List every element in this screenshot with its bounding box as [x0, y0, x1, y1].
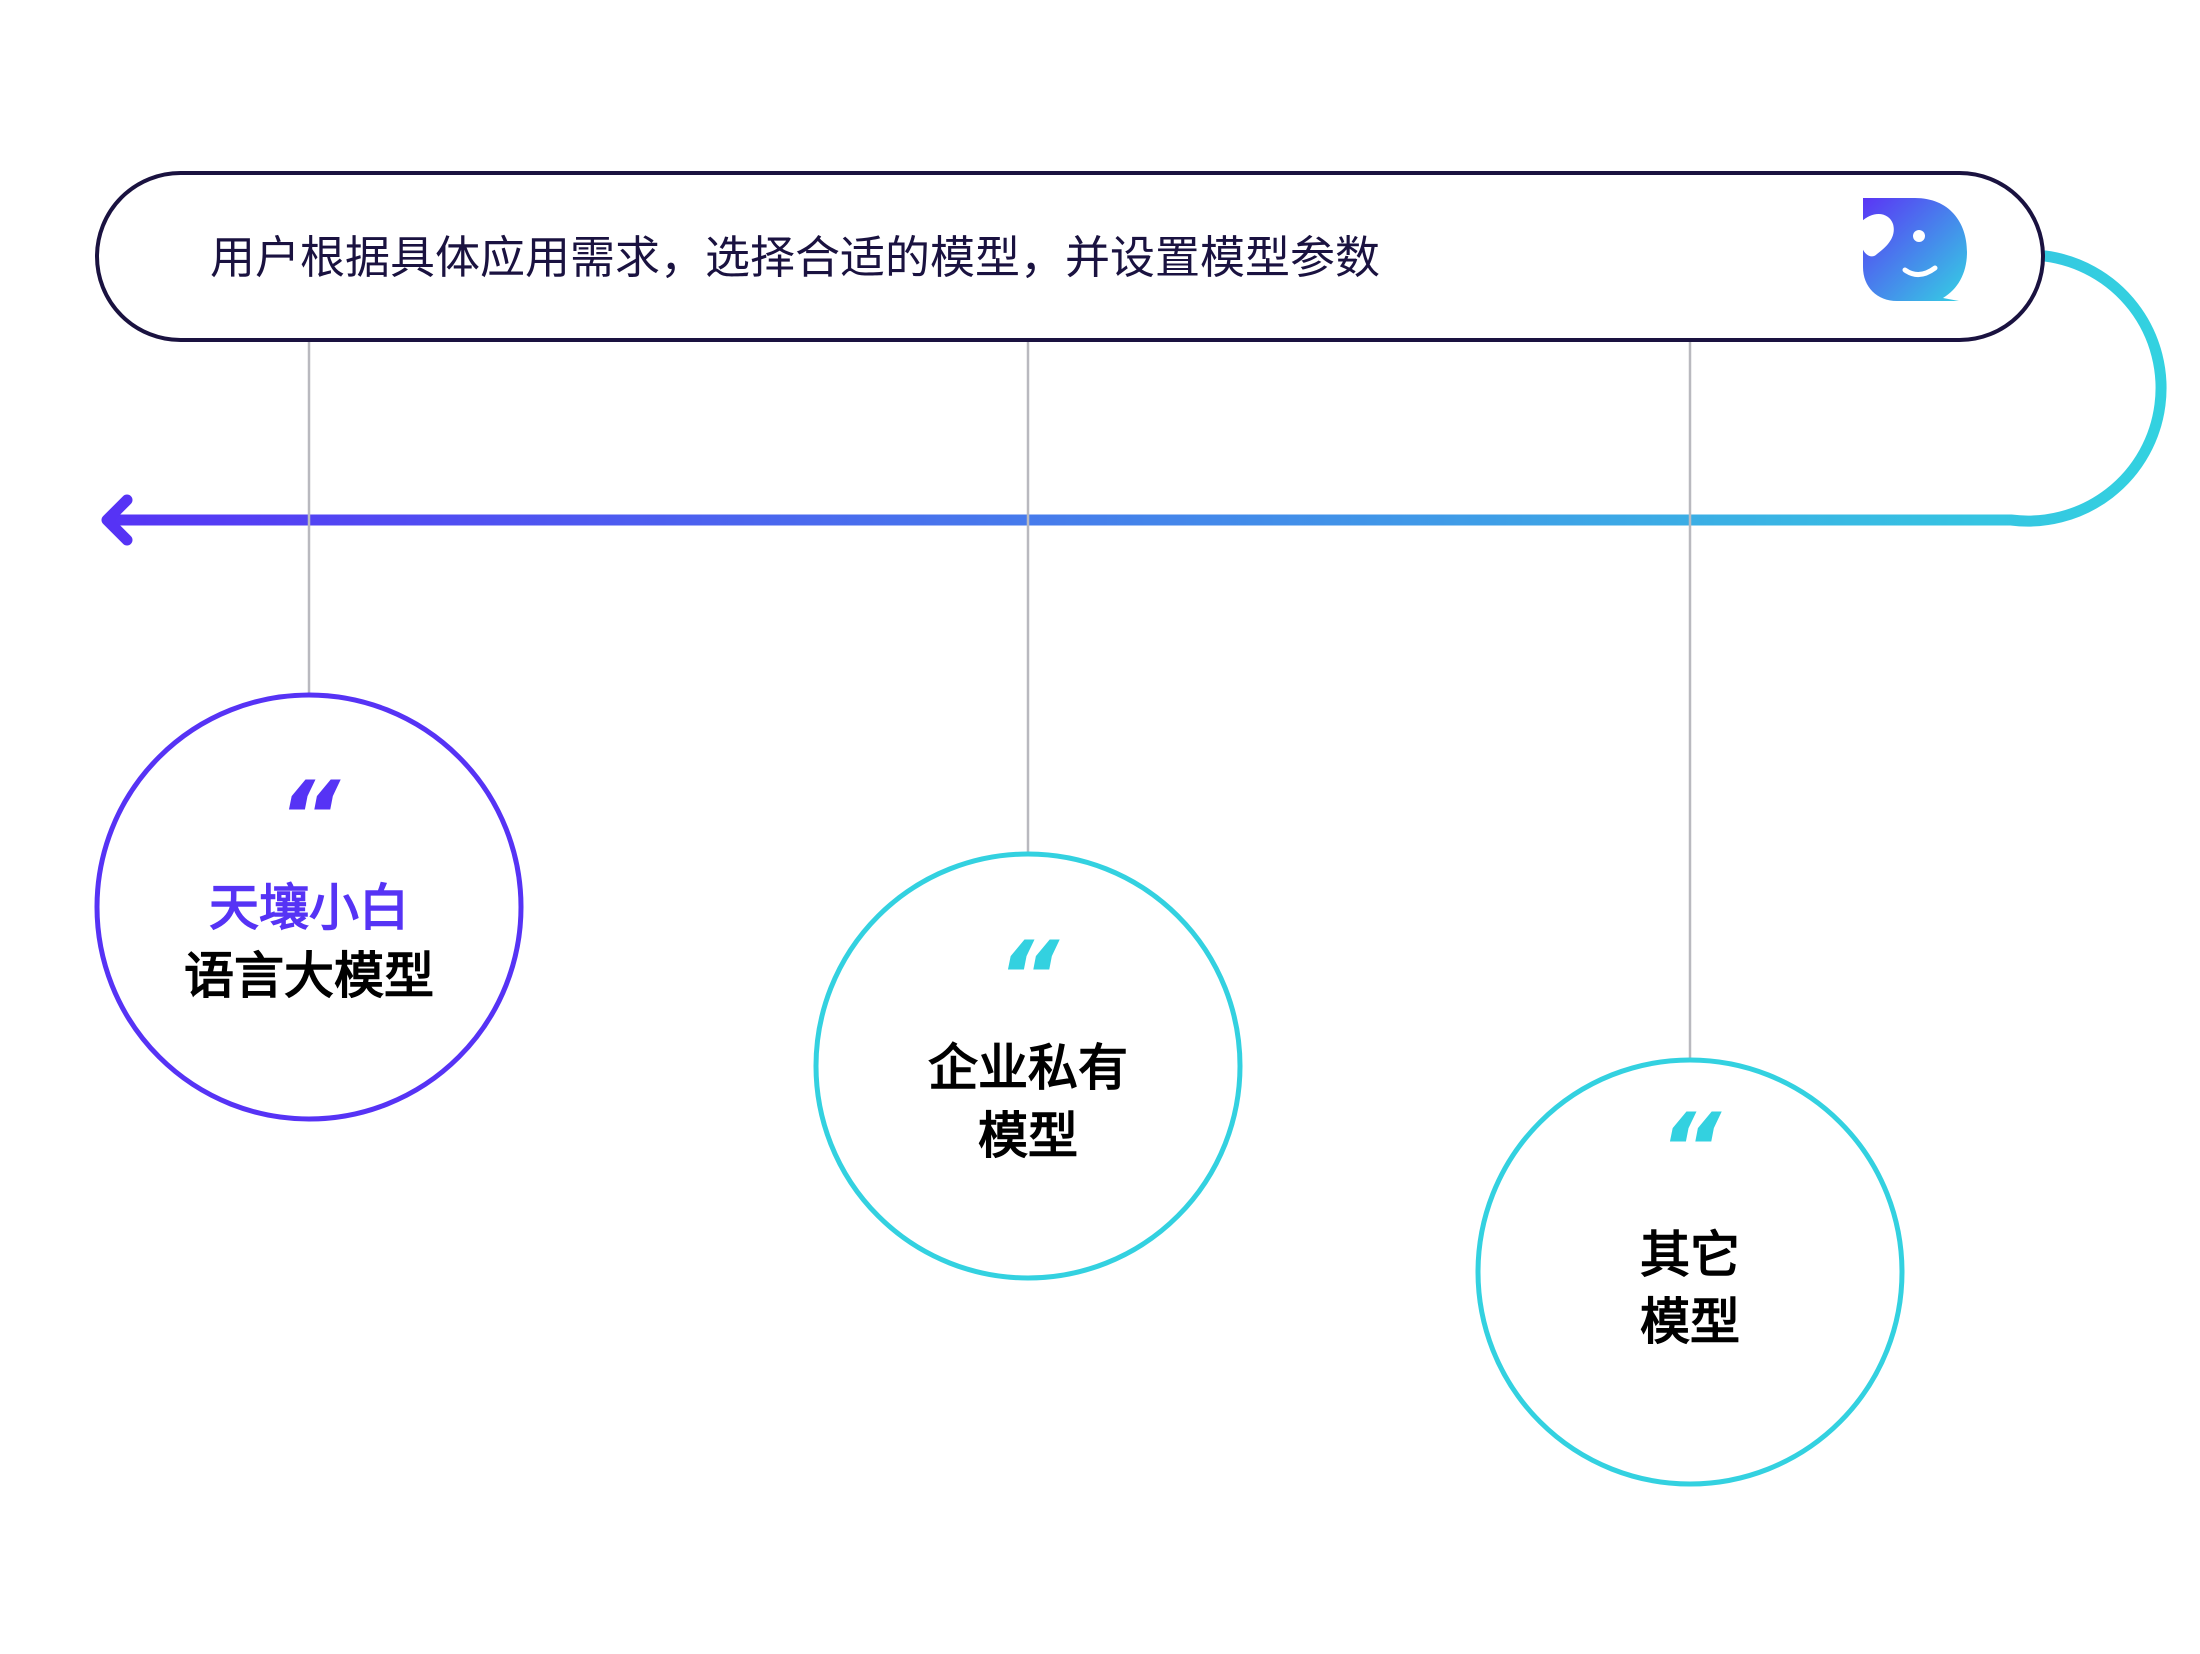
option-title-3: 其它 — [1640, 1226, 1740, 1284]
option-title-1: 天壤小白 — [209, 879, 409, 937]
option-circle-3 — [1475, 1057, 1905, 1487]
option-circle-1 — [94, 692, 524, 1122]
option-subtitle-2: 模型 — [978, 1107, 1078, 1165]
option-tianrang-xiaobai: “ 天壤小白 语言大模型 — [94, 692, 524, 1122]
option-subtitle-3: 模型 — [1640, 1293, 1740, 1351]
dog-chat-bubble-icon — [1861, 198, 1967, 301]
quote-mark-1: “ — [278, 761, 341, 873]
connector-lines — [307, 341, 1692, 1059]
flow-arrow — [101, 250, 2167, 546]
instruction-text: 用户根据具体应用需求，选择合适的模型，并设置模型参数 — [210, 231, 1380, 284]
quote-mark-2: “ — [997, 921, 1060, 1033]
option-subtitle-1: 语言大模型 — [184, 947, 434, 1005]
instruction-pill: 用户根据具体应用需求，选择合适的模型，并设置模型参数 — [95, 171, 2045, 342]
option-circle-2 — [813, 851, 1243, 1281]
arrowhead-left-icon — [101, 494, 133, 546]
option-title-2: 企业私有 — [928, 1039, 1128, 1097]
option-enterprise-private: “ 企业私有 模型 — [813, 851, 1243, 1281]
option-other: “ 其它 模型 — [1475, 1057, 1905, 1487]
quote-mark-3: “ — [1659, 1093, 1722, 1205]
